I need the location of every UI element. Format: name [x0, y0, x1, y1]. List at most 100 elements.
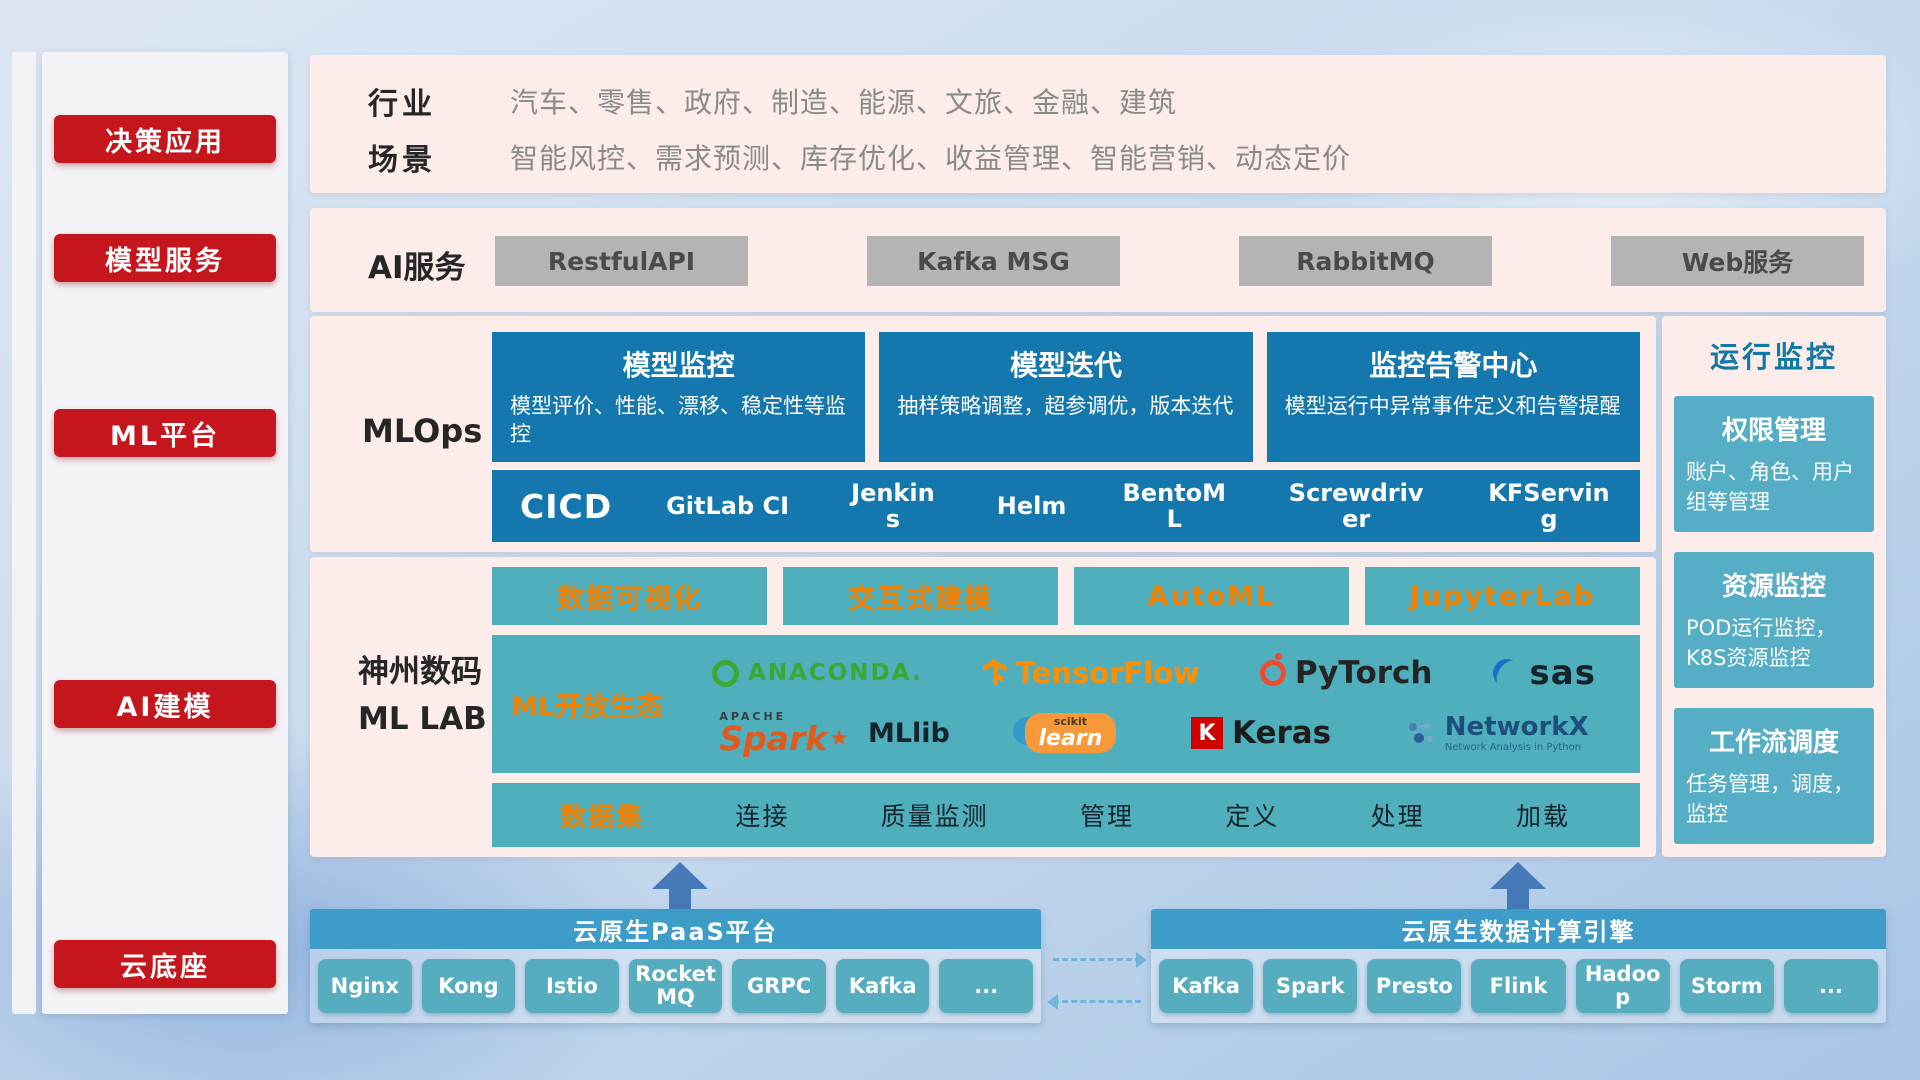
ml-lab-panel: 神州数码 ML LAB 数据可视化 交互式建模 AutoML JupyterLa… — [310, 557, 1656, 857]
restfulapi-button[interactable]: RestfulAPI — [495, 236, 748, 286]
storm-button[interactable]: Storm — [1679, 959, 1774, 1014]
kafka-button[interactable]: Kafka — [835, 959, 930, 1014]
sidebar-item-model-service[interactable]: 模型服务 — [54, 234, 276, 282]
sidebar-item-decision-apps[interactable]: 决策应用 — [54, 115, 276, 163]
grpc-button[interactable]: GRPC — [732, 959, 826, 1014]
sidebar-item-ai-modeling[interactable]: AI建模 — [54, 680, 276, 728]
cloud-paas-section: 云原生PaaS平台 Nginx Kong Istio RocketMQ GRPC… — [310, 909, 1041, 1024]
kafka-msg-button[interactable]: Kafka MSG — [867, 236, 1120, 286]
cicd-label: CICD — [520, 486, 613, 526]
card-title: 资源监控 — [1721, 571, 1826, 602]
mlops-panel: MLOps 模型监控 模型评价、性能、漂移、稳定性等监控 模型迭代 抽样策略调整… — [310, 316, 1656, 552]
more-button[interactable]: ... — [939, 959, 1034, 1014]
jenkins-item: Jenkins — [851, 478, 935, 533]
sidebar-item-cloud-base[interactable]: 云底座 — [54, 940, 276, 988]
rabbitmq-button[interactable]: RabbitMQ — [1239, 236, 1492, 286]
kafka-engine-button[interactable]: Kafka — [1159, 959, 1254, 1014]
spark-wordmark-block: APACHE Spark — [719, 711, 849, 755]
dashed-arrow-right-icon — [1053, 952, 1147, 968]
cicd-bar: CICD GitLab CI Jenkins Helm BentoML Scre… — [492, 470, 1640, 542]
ecosystem-logos: ANACONDA. TensorFlow PyTorch sas — [682, 635, 1640, 773]
spark-wordmark: Spark — [719, 719, 828, 758]
ml-lab-label-line2: ML LAB — [358, 700, 487, 737]
dataset-item-define: 定义 — [1225, 802, 1280, 831]
logo-row-2: APACHE Spark MLlib scikit learn — [682, 711, 1626, 755]
keras-wordmark: Keras — [1231, 715, 1332, 751]
industry-label: 行业 — [368, 87, 436, 122]
dataset-bar: 数据集 连接 质量监测 管理 定义 处理 加载 — [492, 783, 1640, 847]
tensorflow-wordmark: TensorFlow — [1015, 656, 1200, 690]
interactive-modeling-button[interactable]: 交互式建模 — [783, 567, 1058, 625]
card-title: 监控告警中心 — [1369, 349, 1538, 382]
automl-button[interactable]: AutoML — [1074, 567, 1349, 625]
networkx-subtitle: Network Analysis in Python — [1444, 741, 1582, 753]
runtime-monitor-panel: 运行监控 权限管理 账户、角色、用户组等管理 资源监控 POD运行监控，K8S资… — [1662, 316, 1886, 857]
pytorch-wordmark: PyTorch — [1294, 655, 1433, 691]
ml-lab-label: 神州数码 ML LAB — [358, 649, 487, 742]
card-title: 权限管理 — [1721, 416, 1826, 446]
scenario-list: 智能风控、需求预测、库存优化、收益管理、智能营销、动态定价 — [510, 142, 1352, 175]
more-engine-button[interactable]: ... — [1783, 959, 1878, 1014]
dataset-label: 数据集 — [560, 802, 645, 833]
web-service-button[interactable]: Web服务 — [1611, 236, 1864, 286]
card-desc: 账户、角色、用户组等管理 — [1686, 460, 1854, 515]
anaconda-logo: ANACONDA. — [712, 659, 923, 687]
ai-service-label: AI服务 — [368, 250, 466, 286]
data-visualization-button[interactable]: 数据可视化 — [492, 567, 767, 625]
mllib-wordmark: MLlib — [867, 717, 950, 749]
workflow-scheduler-card: 工作流调度 任务管理，调度，监控 — [1674, 707, 1874, 844]
ml-open-ecosystem: ML开放生态 ANACONDA. TensorFlow PyTorch — [492, 635, 1640, 773]
presto-button[interactable]: Presto — [1367, 959, 1462, 1014]
ml-open-ecosystem-label: ML开放生态 — [510, 691, 664, 723]
model-monitoring-card: 模型监控 模型评价、性能、漂移、稳定性等监控 — [492, 332, 866, 462]
apache-label: APACHE — [719, 710, 787, 723]
rocketmq-button[interactable]: RocketMQ — [628, 959, 723, 1014]
sidebar: 决策应用 模型服务 ML平台 AI建模 云底座 — [42, 52, 288, 1014]
sas-wordmark: sas — [1529, 653, 1596, 693]
card-title: 模型监控 — [622, 349, 735, 382]
bentoml-item: BentoML — [1122, 478, 1227, 533]
scikit-label: scikit — [1053, 714, 1087, 728]
keras-logo: K Keras — [1190, 715, 1332, 751]
nginx-button[interactable]: Nginx — [318, 959, 412, 1014]
card-desc: 模型运行中异常事件定义和告警提醒 — [1284, 394, 1621, 418]
cloud-paas-title: 云原生PaaS平台 — [310, 909, 1041, 949]
logo-row-1: ANACONDA. TensorFlow PyTorch sas — [682, 653, 1626, 693]
anaconda-wordmark: ANACONDA. — [748, 660, 923, 686]
jupyterlab-button[interactable]: JupyterLab — [1365, 567, 1640, 625]
dataset-item-quality: 质量监测 — [880, 802, 989, 831]
ai-service-panel: AI服务 RestfulAPI Kafka MSG RabbitMQ Web服务 — [310, 208, 1886, 312]
mlops-cards: 模型监控 模型评价、性能、漂移、稳定性等监控 模型迭代 抽样策略调整，超参调优，… — [492, 332, 1640, 462]
card-title: 工作流调度 — [1708, 727, 1839, 758]
spark-mllib-logo: APACHE Spark MLlib — [719, 711, 950, 755]
up-arrow-icon — [652, 862, 708, 909]
card-desc: POD运行监控，K8S资源监控 — [1686, 615, 1837, 671]
cloud-paas-buttons: Nginx Kong Istio RocketMQ GRPC Kafka ... — [310, 949, 1041, 1024]
card-title: 模型迭代 — [1009, 349, 1122, 382]
ml-lab-label-line1: 神州数码 — [358, 654, 482, 690]
flink-button[interactable]: Flink — [1471, 959, 1566, 1014]
screwdriver-item: Screwdriver — [1288, 478, 1424, 533]
alert-center-card: 监控告警中心 模型运行中异常事件定义和告警提醒 — [1266, 332, 1640, 462]
hadoop-button[interactable]: Hadoop — [1575, 959, 1670, 1014]
kong-button[interactable]: Kong — [421, 959, 516, 1014]
spark-button[interactable]: Spark — [1263, 959, 1358, 1014]
scenario-row: 场景 智能风控、需求预测、库存优化、收益管理、智能营销、动态定价 — [368, 135, 1856, 179]
dataset-item-connect: 连接 — [735, 802, 790, 831]
industry-row: 行业 汽车、零售、政府、制造、能源、文旅、金融、建筑 — [368, 79, 1856, 123]
networkx-icon — [1408, 723, 1433, 743]
anaconda-icon — [712, 659, 740, 687]
dataset-item-process: 处理 — [1370, 802, 1425, 831]
industry-panel: 行业 汽车、零售、政府、制造、能源、文旅、金融、建筑 场景 智能风控、需求预测、… — [310, 55, 1886, 193]
keras-icon: K — [1190, 717, 1223, 749]
card-desc: 抽样策略调整，超参调优，版本迭代 — [897, 394, 1234, 418]
dataset-item-load: 加载 — [1515, 802, 1570, 831]
tensorflow-icon — [982, 659, 1007, 687]
cloud-engine-title: 云原生数据计算引擎 — [1151, 909, 1886, 949]
card-desc: 任务管理，调度，监控 — [1686, 771, 1854, 827]
istio-button[interactable]: Istio — [525, 959, 619, 1014]
networkx-wordmark: NetworkX — [1444, 712, 1589, 743]
sidebar-item-ml-platform[interactable]: ML平台 — [54, 409, 276, 457]
scenario-label: 场景 — [368, 143, 436, 178]
